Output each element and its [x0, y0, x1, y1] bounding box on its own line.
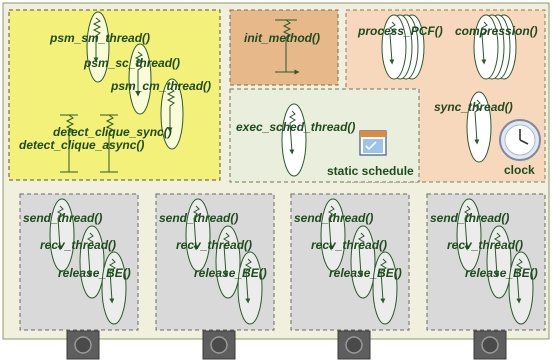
detect-sync-thread — [60, 114, 78, 173]
sched-thread-oval — [281, 103, 307, 177]
release-oval-2 — [237, 251, 263, 325]
recv-squiggle-1 — [87, 232, 94, 278]
clock-icon — [499, 119, 541, 161]
psm-sm-thread-oval — [86, 11, 110, 83]
process-pcf-label: process_PCF() — [358, 24, 443, 38]
send-thread-label-3: send_thread() — [294, 211, 374, 225]
port-socket-2 — [210, 336, 228, 354]
psm-cm-thread-label: psm_cm_thread() — [111, 79, 212, 93]
recv-thread-label-1: recv_thread() — [40, 238, 117, 252]
port-socket-1 — [74, 336, 92, 354]
psm-cm-thread-oval — [160, 78, 184, 150]
release-be-label-1: release_BE() — [58, 266, 131, 280]
recv-oval-4 — [486, 225, 512, 299]
sched-squiggle — [289, 110, 296, 155]
psm-sc-thread-label: psm_sc_thread() — [84, 56, 181, 70]
send-squiggle-4 — [464, 205, 471, 251]
recv-squiggle-2 — [223, 232, 230, 278]
send-oval-3 — [320, 198, 346, 272]
send-squiggle-1 — [57, 205, 64, 251]
clock-label: clock — [504, 163, 535, 177]
recv-thread-label-2: recv_thread() — [176, 238, 253, 252]
detect-async-label: detect_clique_async() — [19, 138, 145, 152]
sync-squiggle — [474, 99, 481, 145]
recv-oval-3 — [350, 225, 376, 299]
sync-thread-label: sync_thread() — [434, 100, 513, 114]
send-squiggle-3 — [328, 205, 335, 251]
port-socket-3 — [345, 336, 363, 354]
psm-panel — [8, 9, 221, 181]
recv-oval-1 — [79, 225, 105, 299]
psm-cm-squiggle — [166, 87, 176, 133]
compression-label: compression() — [455, 24, 538, 38]
detect-async-thread — [100, 114, 118, 173]
send-thread-label-1: send_thread() — [23, 211, 103, 225]
psm-sm-squiggle — [92, 17, 102, 63]
release-squiggle-1 — [109, 258, 116, 304]
send-thread-label-2: send_thread() — [159, 211, 239, 225]
release-squiggle-3 — [380, 258, 387, 304]
port-socket-4 — [481, 336, 499, 354]
release-be-label-4: release_BE() — [465, 266, 538, 280]
release-oval-4 — [508, 251, 534, 325]
release-be-label-2: release_BE() — [194, 266, 267, 280]
recv-squiggle-4 — [494, 232, 501, 278]
comp-squiggle — [481, 21, 488, 65]
release-be-label-3: release_BE() — [329, 266, 402, 280]
sync-thread-oval — [466, 91, 492, 163]
ports-layer — [19, 193, 546, 360]
init-panel — [229, 9, 339, 86]
release-oval-1 — [101, 251, 127, 325]
static-schedule-label: static schedule — [327, 164, 414, 178]
send-oval-4 — [456, 198, 482, 272]
pcf-squiggle — [389, 21, 396, 65]
send-oval-2 — [185, 198, 211, 272]
release-squiggle-4 — [516, 258, 523, 304]
recv-oval-2 — [215, 225, 241, 299]
send-squiggle-2 — [193, 205, 200, 251]
calendar-icon — [359, 130, 387, 156]
detect-sync-label: detect_clique_sync() — [53, 125, 172, 139]
release-squiggle-2 — [245, 258, 252, 304]
recv-thread-label-3: recv_thread() — [311, 238, 388, 252]
comp-oval-1 — [473, 14, 499, 80]
psm-sm-thread-label: psm_sm_thread() — [50, 31, 151, 45]
send-thread-label-4: send_thread() — [430, 211, 510, 225]
pcf-oval-1 — [381, 14, 407, 80]
release-oval-3 — [372, 251, 398, 325]
psm-sc-squiggle — [134, 51, 144, 97]
exec-sched-thread-label: exec_sched_thread() — [236, 120, 356, 134]
recv-squiggle-3 — [358, 232, 365, 278]
psm-sc-thread-oval — [128, 43, 152, 115]
init-thread — [275, 19, 297, 72]
recv-thread-label-4: recv_thread() — [447, 238, 524, 252]
sched-panel — [229, 88, 420, 183]
init-method-label: init_method() — [244, 31, 320, 45]
send-oval-1 — [49, 198, 75, 272]
